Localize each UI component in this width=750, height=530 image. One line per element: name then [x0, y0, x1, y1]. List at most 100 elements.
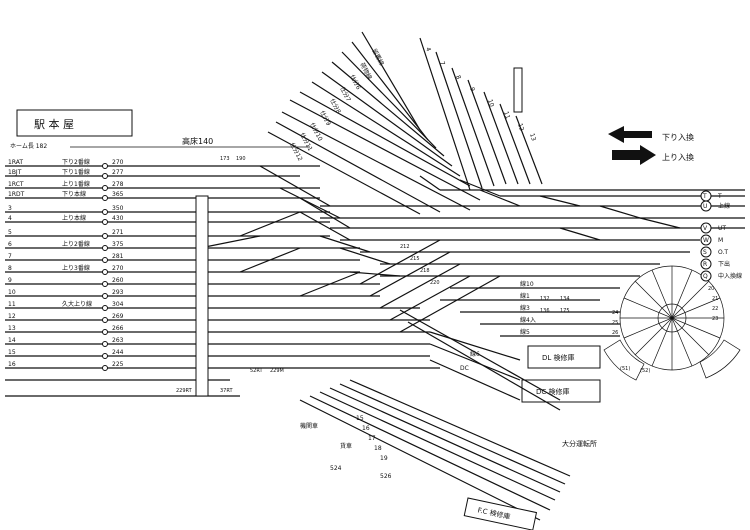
fan-track-number: 7 [438, 60, 446, 66]
misc-label: 26 [612, 330, 618, 336]
route-marker-label: S [703, 249, 707, 256]
signal-icon [102, 365, 108, 371]
track-label: 13 [8, 325, 16, 332]
fan-track-number: 11 [502, 110, 511, 120]
route-marker-label: V [703, 225, 708, 232]
signal-number: 244 [112, 349, 124, 356]
fan-track-number: 10 [486, 98, 495, 108]
fc-shed: F.C 検修庫 [463, 497, 538, 530]
misc-label: 229RT [176, 388, 193, 394]
lower-track-label: 線10 [520, 280, 534, 288]
station-building: 駅 本 屋 [16, 109, 133, 137]
switch-number: 173 [220, 156, 230, 162]
track-label: 6 [8, 241, 12, 248]
route-text: M [718, 237, 723, 244]
track-name: 下り1番線 [62, 168, 90, 176]
signal-number: 225 [112, 361, 124, 368]
fan-label: 仕分9 [318, 109, 333, 127]
route-marker-icon [700, 258, 712, 270]
track-label: 4 [8, 215, 12, 222]
signal-icon [102, 219, 108, 225]
platform-home-label: ホーム長 182 [10, 143, 47, 150]
signal-icon [102, 257, 108, 263]
legend-down-label: 下り入換 [662, 132, 694, 142]
track-label: 5 [8, 229, 12, 236]
platform-height-label: 高床140 [182, 136, 213, 146]
signal-number: 278 [112, 181, 124, 188]
signal-icon [102, 281, 108, 287]
signal-icon [102, 293, 108, 299]
bottom-fan-number: 524 [330, 465, 342, 472]
route-marker-icon [700, 246, 712, 258]
track-name: 上り3番線 [62, 264, 90, 272]
bottom-fan-number: 526 [380, 473, 392, 480]
signal-icon [102, 245, 108, 251]
switch-number: 175 [560, 308, 570, 314]
signal-icon [102, 163, 108, 169]
route-text: T [717, 193, 722, 200]
fan-track-number: 4 [424, 46, 432, 52]
signal-number: 270 [112, 265, 124, 272]
track-label: 9 [8, 277, 12, 284]
misc-label: 20 [708, 286, 714, 292]
dl-shed: DL 検修庫 [527, 345, 601, 369]
fan-label: 仕分6 [348, 73, 363, 91]
switch-number: 190 [236, 156, 246, 162]
track-name: 上り2番線 [62, 240, 90, 248]
signal-icon [102, 341, 108, 347]
legend-up-label: 上り入換 [662, 152, 694, 162]
switch-number: 134 [560, 296, 570, 302]
route-marker-label: U [703, 203, 707, 210]
misc-label: 25 [612, 320, 618, 326]
signal-number: 365 [112, 191, 124, 198]
track-label: 1BJT [8, 169, 22, 176]
bottom-fan-number: 18 [374, 445, 382, 452]
bottom-fan-number: 15 [356, 415, 364, 422]
track-label: 14 [8, 337, 16, 344]
misc-label: 52RT [250, 368, 263, 374]
fan-track-number: 8 [454, 74, 462, 80]
down-shunt-arrow-icon [608, 126, 652, 143]
lower-track-label: 線3 [520, 304, 530, 312]
misc-label: (52) [640, 368, 650, 374]
track-label: 1RDT [8, 191, 25, 198]
track-label: 12 [8, 313, 16, 320]
upper-siding-box [513, 67, 523, 113]
route-text: 上線 [718, 202, 730, 210]
lower-track-label: 線6 [470, 350, 480, 358]
signal-icon [102, 233, 108, 239]
route-text: UT [718, 225, 726, 232]
signal-icon [102, 317, 108, 323]
signal-icon [102, 185, 108, 191]
route-marker-icon [700, 200, 712, 212]
signal-number: 263 [112, 337, 124, 344]
signal-icon [102, 329, 108, 335]
fan-label: 仕分10 [308, 121, 324, 142]
fan-track-number: 12 [516, 122, 525, 132]
track-label: 16 [8, 361, 16, 368]
fan-track-number: 13 [528, 132, 537, 142]
main-tracks [5, 165, 440, 397]
east-main-tracks [320, 189, 745, 277]
track-label: 15 [8, 349, 16, 356]
signal-number: 266 [112, 325, 124, 332]
station-building-label: 駅 本 屋 [34, 117, 74, 131]
track-label: 1RCT [8, 181, 24, 188]
route-text: 中入換線 [718, 272, 742, 280]
switch-number: 215 [410, 256, 420, 262]
signal-number: 271 [112, 229, 124, 236]
route-marker-label: R [703, 261, 707, 268]
bottom-fan-number: 16 [362, 425, 370, 432]
route-marker-icon [700, 234, 712, 246]
track-name: 下り2番線 [62, 158, 90, 166]
lower-track-label: 線4入 [520, 316, 536, 324]
track-label: 11 [8, 301, 16, 308]
track-label: 1RAT [8, 159, 23, 166]
track-label: 3 [8, 205, 12, 212]
lower-track-label: 線1 [520, 292, 530, 300]
signal-number: 430 [112, 215, 124, 222]
dc-shed: DC 検修庫 [521, 379, 601, 403]
track-name: 上り1番線 [62, 180, 90, 188]
